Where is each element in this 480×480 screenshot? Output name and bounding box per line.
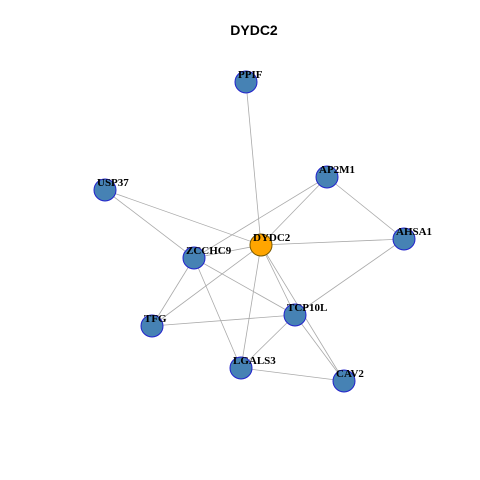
node-label-ap2m1: AP2M1 — [319, 164, 355, 176]
node-label-cav2: CAV2 — [336, 368, 364, 380]
edge-dydc2-tfg — [151, 244, 262, 327]
node-circle-ppif[interactable] — [234, 70, 258, 94]
node-circle-cav2[interactable] — [332, 369, 356, 393]
edge-usp37-dydc2 — [104, 189, 262, 246]
node-tcp10l[interactable]: TCP10L — [283, 302, 327, 327]
edge-zcchc9-tfg — [151, 257, 195, 327]
edge-lgals3-cav2 — [240, 367, 345, 382]
node-label-zcchc9: ZCCHC9 — [186, 245, 232, 257]
node-lgals3[interactable]: LGALS3 — [229, 355, 276, 380]
edge-dydc2-lgals3 — [240, 244, 262, 369]
node-circle-zcchc9[interactable] — [182, 246, 206, 270]
node-label-tfg: TFG — [144, 313, 167, 325]
node-label-ahsa1: AHSA1 — [396, 226, 432, 238]
node-tfg[interactable]: TFG — [140, 313, 167, 338]
node-ahsa1[interactable]: AHSA1 — [392, 226, 432, 251]
node-ap2m1[interactable]: AP2M1 — [315, 164, 355, 189]
diagram-title: DYDC2 — [230, 22, 278, 38]
edge-tcp10l-cav2 — [294, 314, 345, 382]
edge-tcp10l-tfg — [151, 314, 296, 327]
node-ppif[interactable]: PPIF — [234, 69, 263, 94]
edge-ap2m1-dydc2 — [260, 176, 328, 246]
edge-dydc2-tcp10l — [260, 244, 296, 316]
edge-zcchc9-tcp10l — [193, 257, 296, 316]
edge-ahsa1-tcp10l — [294, 238, 405, 316]
node-label-tcp10l: TCP10L — [287, 302, 327, 314]
edge-ahsa1-dydc2 — [260, 238, 405, 246]
edge-zcchc9-lgals3 — [193, 257, 242, 369]
node-circle-tfg[interactable] — [140, 314, 164, 338]
node-circle-usp37[interactable] — [93, 178, 117, 202]
node-circle-tcp10l[interactable] — [283, 303, 307, 327]
edge-ap2m1-ahsa1 — [326, 176, 405, 240]
node-label-lgals3: LGALS3 — [233, 355, 276, 367]
node-circle-ahsa1[interactable] — [392, 227, 416, 251]
node-label-dydc2: DYDC2 — [253, 232, 291, 244]
edge-usp37-zcchc9 — [104, 189, 195, 259]
node-circle-lgals3[interactable] — [229, 356, 253, 380]
edge-ap2m1-zcchc9 — [193, 176, 328, 259]
edge-tcp10l-lgals3 — [240, 314, 296, 369]
node-zcchc9[interactable]: ZCCHC9 — [182, 245, 232, 270]
node-cav2[interactable]: CAV2 — [332, 368, 364, 393]
node-dydc2[interactable]: DYDC2 — [249, 232, 291, 257]
node-label-ppif: PPIF — [238, 69, 263, 81]
edge-ppif-dydc2 — [245, 81, 262, 246]
node-circle-ap2m1[interactable] — [315, 165, 339, 189]
node-circle-dydc2[interactable] — [249, 233, 273, 257]
node-label-usp37: USP37 — [97, 177, 129, 189]
edge-layer — [104, 81, 405, 382]
node-usp37[interactable]: USP37 — [93, 177, 129, 202]
